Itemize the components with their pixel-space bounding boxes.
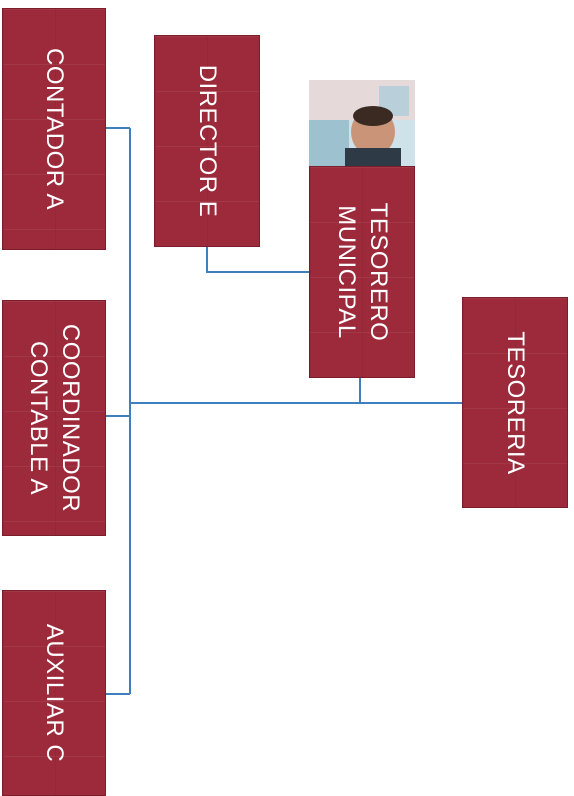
node-tesorero-line1: TESORERO bbox=[365, 202, 392, 342]
node-tesoreria-label: TESORERIA bbox=[499, 331, 531, 474]
node-auxiliar-c-label: AUXILIAR C bbox=[38, 624, 70, 762]
connector-director bbox=[206, 247, 309, 273]
node-coordinador-contable-a: COORDINADOR CONTABLE A bbox=[2, 300, 106, 536]
node-tesorero-line2: MUNICIPAL bbox=[333, 205, 360, 339]
tesorero-photo-image bbox=[309, 80, 415, 166]
node-contador-a-label: CONTADOR A bbox=[38, 48, 70, 210]
node-director-e-text: DIRECTOR E bbox=[194, 64, 221, 218]
node-coordinador-line2: CONTABLE A bbox=[25, 341, 52, 495]
node-contador-a: CONTADOR A bbox=[2, 8, 106, 250]
node-coordinador-contable-a-label: COORDINADOR CONTABLE A bbox=[22, 324, 86, 512]
tesorero-photo bbox=[309, 80, 415, 166]
node-director-e: DIRECTOR E bbox=[154, 35, 260, 247]
node-tesorero-municipal: TESORERO MUNICIPAL bbox=[309, 166, 415, 378]
node-auxiliar-c: AUXILIAR C bbox=[2, 590, 106, 796]
node-coordinador-line1: COORDINADOR bbox=[57, 323, 84, 513]
node-auxiliar-c-text: AUXILIAR C bbox=[41, 623, 68, 763]
node-director-e-label: DIRECTOR E bbox=[191, 65, 223, 218]
connector-tesoreria-tesorero bbox=[359, 378, 462, 404]
node-tesoreria: TESORERIA bbox=[462, 297, 568, 508]
node-tesoreria-text: TESORERIA bbox=[502, 330, 529, 475]
node-contador-a-text: CONTADOR A bbox=[41, 48, 68, 210]
node-tesorero-municipal-label: TESORERO MUNICIPAL bbox=[330, 203, 394, 342]
